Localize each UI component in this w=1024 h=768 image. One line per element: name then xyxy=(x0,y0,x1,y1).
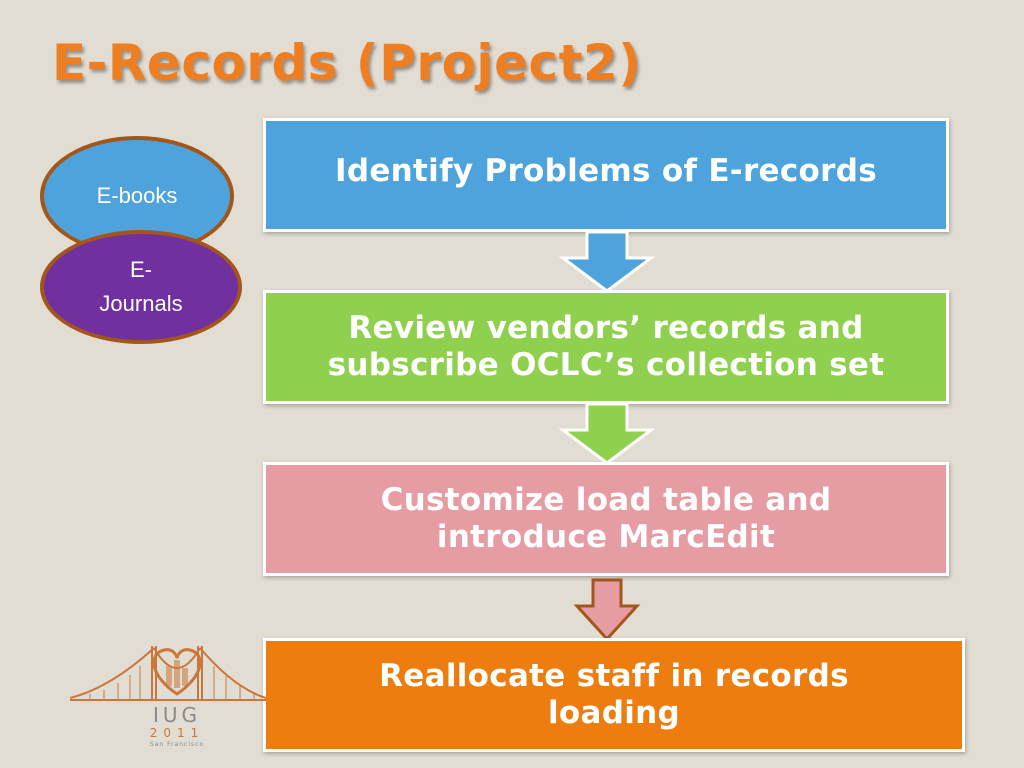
step3-line2: introduce MarcEdit xyxy=(436,519,776,555)
slide-title: E-Records (Project2) xyxy=(52,34,642,92)
down-arrow-2 xyxy=(558,402,656,465)
down-arrow-1 xyxy=(558,230,656,293)
ejournals-ellipse: E- Journals xyxy=(40,230,242,344)
step4-line2: loading xyxy=(547,695,680,731)
step1-line1: Identify Problems of E-records xyxy=(335,152,877,189)
step-identify-problems: Identify Problems of E-records xyxy=(263,118,949,232)
logo-year-text: 2011 xyxy=(150,726,205,740)
step2-line1: Review vendors’ records and xyxy=(348,310,864,346)
step3-line1: Customize load table and xyxy=(380,482,832,518)
logo-place-text: San Francisco xyxy=(150,741,204,748)
step-customize-load-table: Customize load table and introduce MarcE… xyxy=(263,462,949,576)
step-reallocate-staff: Reallocate staff in records loading xyxy=(263,638,965,752)
down-arrow-3 xyxy=(573,578,641,642)
logo-iug-text: IUG xyxy=(153,703,201,727)
step2-line2: subscribe OCLC’s collection set xyxy=(327,347,885,383)
ejournals-label-line1: E- xyxy=(130,257,152,282)
step4-line1: Reallocate staff in records xyxy=(379,658,849,694)
iug-2011-logo: IUG 2011 San Francisco xyxy=(70,646,266,748)
ebooks-label: E-books xyxy=(96,183,178,208)
ejournals-label-line2: Journals xyxy=(99,291,183,316)
step-review-vendors: Review vendors’ records and subscribe OC… xyxy=(263,290,949,404)
